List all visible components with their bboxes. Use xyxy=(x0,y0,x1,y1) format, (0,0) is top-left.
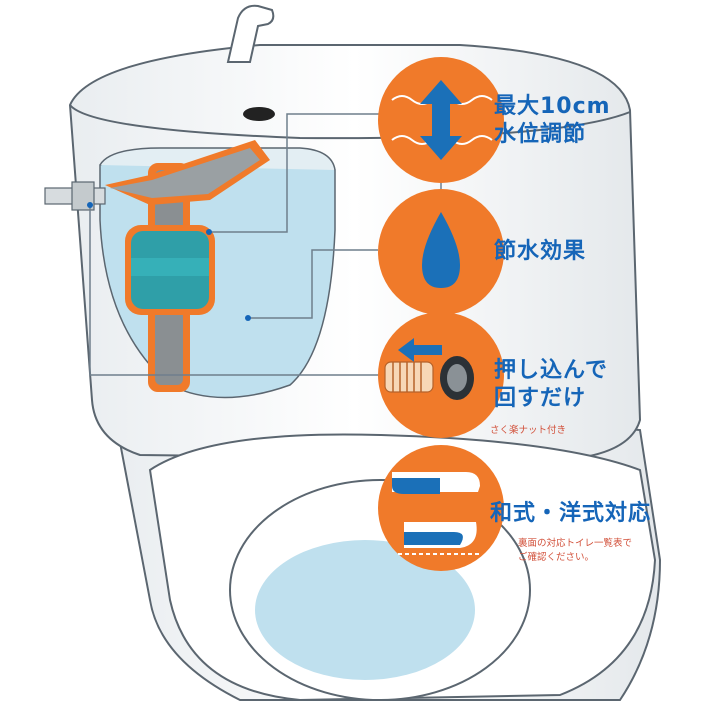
callout-line-water-level xyxy=(209,113,380,233)
feature-push-in-line1: 押し込んで xyxy=(494,358,608,383)
feature-water-saving-line1: 節水効果 xyxy=(494,239,587,264)
feature-toilet-type-line1: 和式・洋式対応 xyxy=(490,501,652,526)
feature-water-saving-label: 節水効果 xyxy=(494,238,586,266)
feature-water-level-line2: 水位調節 xyxy=(494,122,587,147)
callout-line-push-in xyxy=(89,205,380,376)
feature-toilet-type-note-line1: 裏面の対応トイレ一覧表で xyxy=(518,538,633,549)
feature-water-level-label: 最大10cm 水位調節 xyxy=(494,93,611,149)
feature-toilet-type-note: 裏面の対応トイレ一覧表で ご確認ください。 xyxy=(518,537,632,565)
feature-toilet-type-note-line2: ご確認ください。 xyxy=(518,552,595,563)
feature-push-in-note: さく楽ナット付き xyxy=(490,425,567,436)
feature-water-level-line1: 最大10cm xyxy=(494,94,611,119)
feature-push-in-label: 押し込んで 回すだけ xyxy=(494,357,608,413)
feature-push-in-line2: 回すだけ xyxy=(494,386,587,411)
feature-toilet-type-label: 和式・洋式対応 xyxy=(490,500,651,528)
fill-valve xyxy=(105,140,270,392)
water-drop-icon xyxy=(378,189,504,315)
tank-drain-hole xyxy=(243,107,275,121)
water-level-adjust-icon xyxy=(378,57,504,183)
bowl-water xyxy=(255,540,475,680)
faucet-spout xyxy=(226,4,275,63)
callout-line-water-saving xyxy=(248,249,378,319)
push-in-nut-icon xyxy=(378,312,504,438)
toilet-type-icon xyxy=(378,445,504,571)
